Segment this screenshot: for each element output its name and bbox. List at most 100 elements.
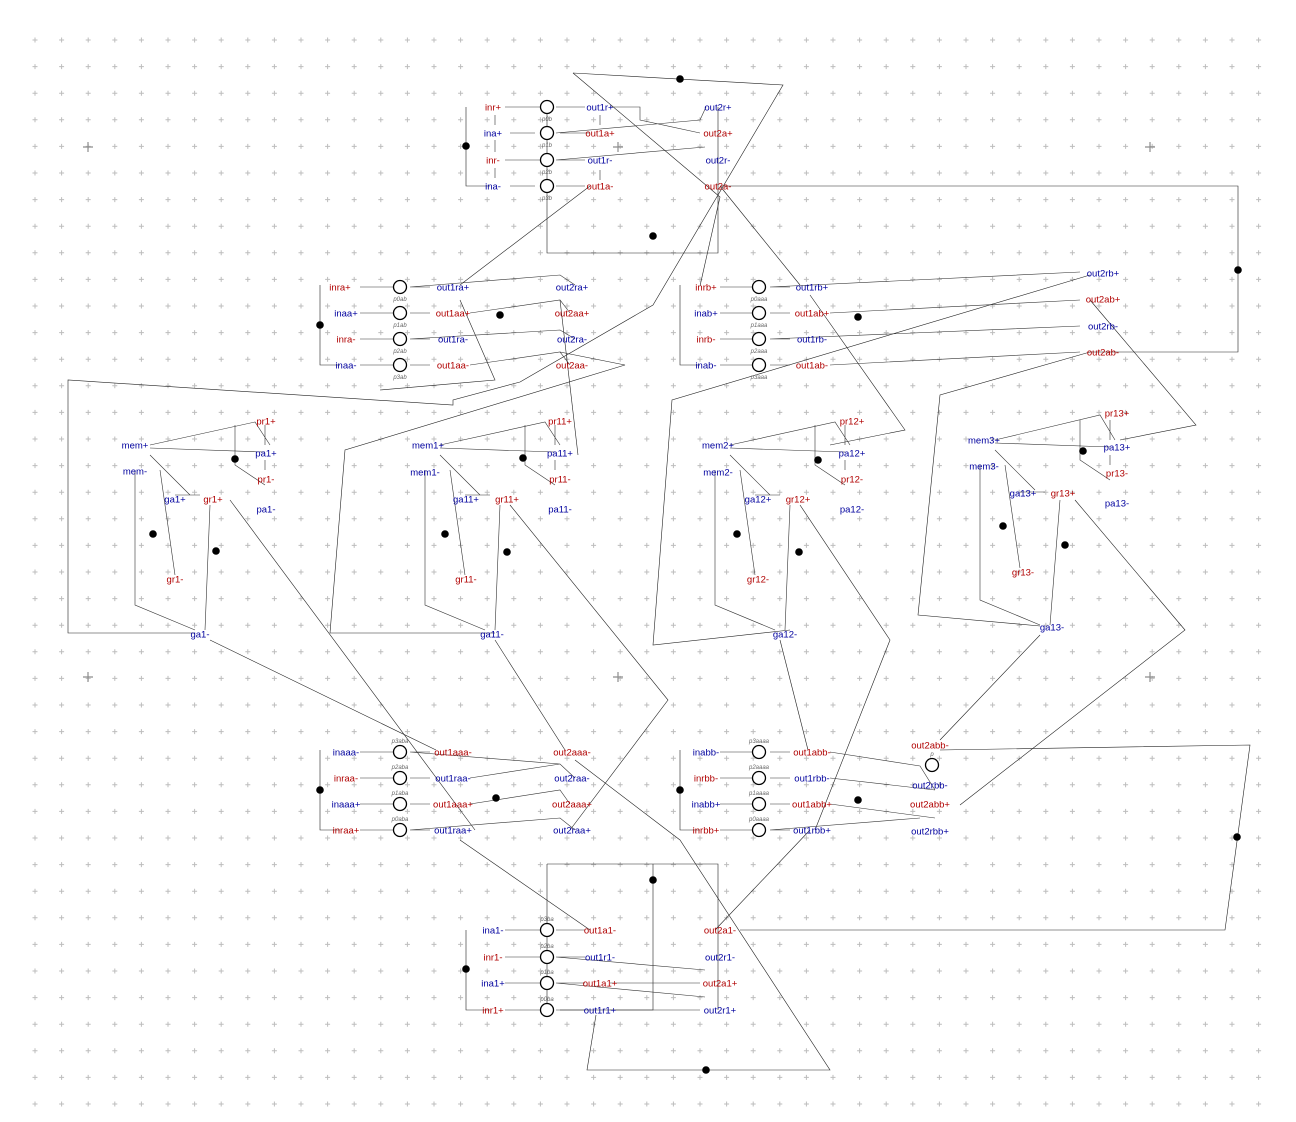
transition-ga11minus[interactable]: ga11- — [480, 630, 504, 641]
place-p1ab[interactable]: p1ab — [392, 305, 407, 330]
place-p2b[interactable]: p2b — [539, 152, 555, 177]
transition-out2raplus[interactable]: out2ra+ — [556, 283, 589, 294]
transition-gr13minus[interactable]: gr13- — [1012, 568, 1034, 579]
transition-out1abbminus[interactable]: out1abb- — [793, 748, 831, 759]
transition-inabbplus[interactable]: inabb+ — [692, 800, 721, 811]
transition-out2a1minus[interactable]: out2a1- — [704, 926, 736, 937]
transition-inraplus[interactable]: inra+ — [329, 283, 351, 294]
transition-inrplus[interactable]: inr+ — [485, 103, 502, 114]
transition-out2raminus[interactable]: out2ra- — [557, 335, 587, 346]
transition-out1r1minus[interactable]: out1r1- — [585, 953, 615, 964]
place-p3ba[interactable]: p3ba — [539, 917, 554, 938]
transition-out2r1minus[interactable]: out2r1- — [705, 953, 735, 964]
transition-gr13plus[interactable]: gr13+ — [1051, 489, 1076, 500]
place-p0b[interactable]: p0b — [539, 99, 555, 124]
transition-out1rbplus[interactable]: out1rb+ — [796, 283, 829, 294]
place-p3b[interactable]: p3b — [539, 178, 555, 203]
transition-out1aaminus[interactable]: out1aa- — [437, 361, 469, 372]
place-p1aaa[interactable]: p1aaa — [750, 305, 768, 330]
transition-mem3minus[interactable]: mem3- — [969, 462, 999, 473]
transition-inaminus[interactable]: ina- — [485, 182, 501, 193]
transition-out2raaminus[interactable]: out2raa- — [554, 774, 589, 785]
place-p2ba[interactable]: p2ba — [539, 944, 554, 965]
place-p0aaaa[interactable]: p0aaaa — [748, 817, 770, 838]
transition-out2r1plus[interactable]: out2r1+ — [704, 1006, 737, 1017]
transition-pr12plus[interactable]: pr12+ — [840, 417, 865, 428]
transition-inr1plus[interactable]: inr1+ — [482, 1006, 504, 1017]
transition-ina1plus[interactable]: ina1+ — [481, 979, 505, 990]
transition-mem2minus[interactable]: mem2- — [703, 468, 733, 479]
place-p1aba[interactable]: p1aba — [391, 791, 409, 812]
transition-out2rbplus[interactable]: out2rb+ — [1087, 269, 1120, 280]
transition-out2rbbminus[interactable]: out2rbb- — [912, 781, 947, 792]
transition-inrbplus[interactable]: inrb+ — [695, 283, 717, 294]
transition-out1aaaminus[interactable]: out1aaa- — [434, 748, 472, 759]
transition-ga13minus[interactable]: ga13- — [1040, 623, 1064, 634]
transition-pr13minus[interactable]: pr13- — [1106, 469, 1128, 480]
place-p0aaa[interactable]: p0aaa — [750, 279, 768, 304]
transition-inrbbminus[interactable]: inrbb- — [694, 774, 718, 785]
transition-out2abbminus[interactable]: out2abb- — [911, 741, 949, 752]
place-p1b[interactable]: p1b — [539, 125, 555, 150]
transition-inaaplus[interactable]: inaa+ — [334, 309, 358, 320]
place-p0ba[interactable]: p0ba — [539, 997, 554, 1018]
transition-inabplus[interactable]: inab+ — [694, 309, 718, 320]
transition-inrbminus[interactable]: inrb- — [696, 335, 715, 346]
transition-ga12minus[interactable]: ga12- — [773, 630, 797, 641]
transition-out1a1minus[interactable]: out1a1- — [584, 926, 616, 937]
transition-out1raaplus[interactable]: out1raa+ — [434, 826, 472, 837]
transition-out2abplus[interactable]: out2ab+ — [1086, 295, 1121, 306]
transition-inaaminus[interactable]: inaa- — [335, 361, 356, 372]
place-p2aba[interactable]: p2aba — [391, 765, 409, 786]
transition-out1aaplus[interactable]: out1aa+ — [436, 309, 471, 320]
transition-gr11minus[interactable]: gr11- — [455, 575, 476, 586]
transition-inraminus[interactable]: inra- — [336, 335, 355, 346]
transition-out2abbplus[interactable]: out2abb+ — [910, 800, 950, 811]
transition-gr1minus[interactable]: gr1- — [167, 575, 184, 586]
transition-gr12minus[interactable]: gr12- — [747, 575, 769, 586]
transition-out1abbplus[interactable]: out1abb+ — [792, 800, 832, 811]
transition-mem3plus[interactable]: mem3+ — [968, 436, 1000, 447]
transition-out1aaaplus[interactable]: out1aaa+ — [433, 800, 473, 811]
transition-inaaaplus[interactable]: inaaa+ — [332, 800, 361, 811]
transition-gr1plus[interactable]: gr1+ — [203, 495, 223, 506]
transition-ina1minus[interactable]: ina1- — [482, 926, 503, 937]
transition-out1abplus[interactable]: out1ab+ — [795, 309, 830, 320]
transition-out2a1plus[interactable]: out2a1+ — [703, 979, 738, 990]
transition-ga12plus[interactable]: ga12+ — [745, 495, 772, 506]
transition-out2rbminus[interactable]: out2rb- — [1088, 322, 1118, 333]
place-p2aaa[interactable]: p2aaa — [750, 331, 768, 356]
transition-gr11plus[interactable]: gr11+ — [495, 495, 519, 506]
transition-ga1minus[interactable]: ga1- — [190, 630, 209, 641]
transition-inaplus[interactable]: ina+ — [484, 129, 503, 140]
transition-out2rbbplus[interactable]: out2rbb+ — [911, 827, 949, 838]
transition-ga1plus[interactable]: ga1+ — [164, 495, 186, 506]
transition-pa11plus[interactable]: pa11+ — [547, 449, 573, 460]
transition-inraaminus[interactable]: inraa- — [334, 774, 358, 785]
place-p3ab[interactable]: p3ab — [392, 357, 407, 382]
transition-inrbbplus[interactable]: inrbb+ — [693, 826, 720, 837]
transition-out1rminus[interactable]: out1r- — [588, 156, 613, 167]
transition-out2aaplus[interactable]: out2aa+ — [555, 309, 590, 320]
transition-pa11minus[interactable]: pa11- — [548, 505, 572, 516]
transition-out1raplus[interactable]: out1ra+ — [437, 283, 470, 294]
transition-out1rbbplus[interactable]: out1rbb+ — [793, 826, 831, 837]
transition-pr13plus[interactable]: pr13+ — [1105, 409, 1130, 420]
place-p3aba[interactable]: p3aba — [391, 739, 409, 760]
transition-inabminus[interactable]: inab- — [695, 361, 716, 372]
place-p1aaaa[interactable]: p1aaaa — [748, 791, 770, 812]
transition-memminus[interactable]: mem- — [123, 467, 147, 478]
transition-out1rbbminus[interactable]: out1rbb- — [794, 774, 829, 785]
place-p0ab[interactable]: p0ab — [392, 279, 407, 304]
transition-out2rplus[interactable]: out2r+ — [704, 103, 732, 114]
transition-out1rbminus[interactable]: out1rb- — [797, 335, 827, 346]
place-p2aaaa[interactable]: p2aaaa — [748, 765, 770, 786]
transition-out1aminus[interactable]: out1a- — [587, 182, 614, 193]
place-p0aba[interactable]: p0aba — [391, 817, 409, 838]
transition-out1raaminus[interactable]: out1raa- — [435, 774, 470, 785]
place-p3aaaa[interactable]: p3aaaa — [748, 739, 770, 760]
transition-pr12minus[interactable]: pr12- — [841, 475, 863, 486]
transition-ga11plus[interactable]: ga11+ — [453, 495, 479, 506]
